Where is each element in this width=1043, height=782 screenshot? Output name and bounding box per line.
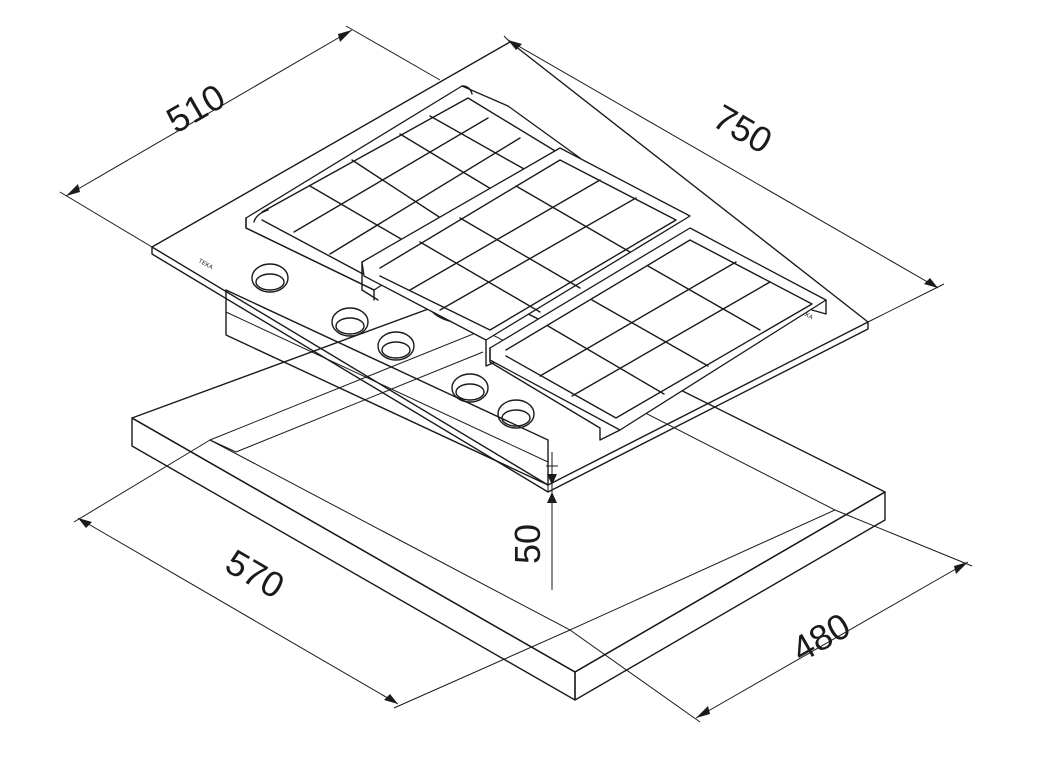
knob-2 — [331, 307, 369, 337]
dimension-570-label: 570 — [219, 541, 292, 607]
grate-middle — [361, 147, 691, 367]
grate-right — [489, 227, 827, 441]
dimension-480-label: 480 — [785, 605, 858, 671]
knob-4 — [451, 373, 489, 403]
brand-logo: TEKA — [197, 258, 214, 271]
dimension-50: 50 — [507, 452, 558, 590]
control-knobs — [251, 263, 535, 429]
knob-5 — [497, 399, 535, 429]
dimension-480: 480 — [569, 509, 973, 723]
dimension-510-label: 510 — [159, 76, 232, 142]
dimension-750-label: 750 — [707, 96, 780, 162]
dimension-50-label: 50 — [507, 524, 548, 564]
knob-1 — [251, 263, 289, 293]
knob-3 — [377, 331, 415, 361]
dimension-570: 570 — [73, 439, 571, 709]
pan-supports — [245, 85, 827, 441]
